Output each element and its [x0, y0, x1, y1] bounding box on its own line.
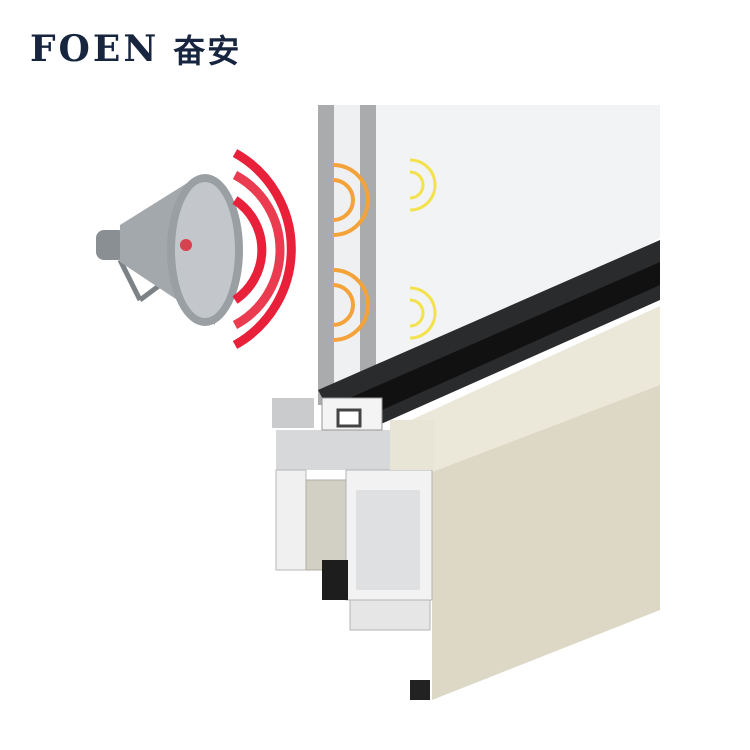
brand-logo: FOEN 奋安	[30, 26, 241, 72]
glass-pane-outer	[318, 105, 334, 405]
brand-name-cn: 奋安	[173, 32, 242, 70]
frame-top-face	[385, 306, 660, 472]
wave-yellow-1	[409, 158, 437, 212]
sound-waves	[232, 149, 437, 349]
wave-red-1	[232, 196, 267, 304]
glass-panel	[376, 105, 660, 388]
wave-red-3	[232, 149, 296, 349]
frame-front-face	[432, 385, 660, 700]
wave-yellow-2	[409, 286, 437, 340]
wave-orange-2	[332, 268, 370, 342]
profile-cross-section	[272, 397, 434, 700]
loudspeaker-icon	[96, 174, 243, 326]
brand-name-en: FOEN	[30, 28, 160, 70]
wave-red-2	[232, 171, 285, 329]
wave-orange-1	[332, 163, 370, 237]
glass-pane-inner	[360, 105, 376, 405]
